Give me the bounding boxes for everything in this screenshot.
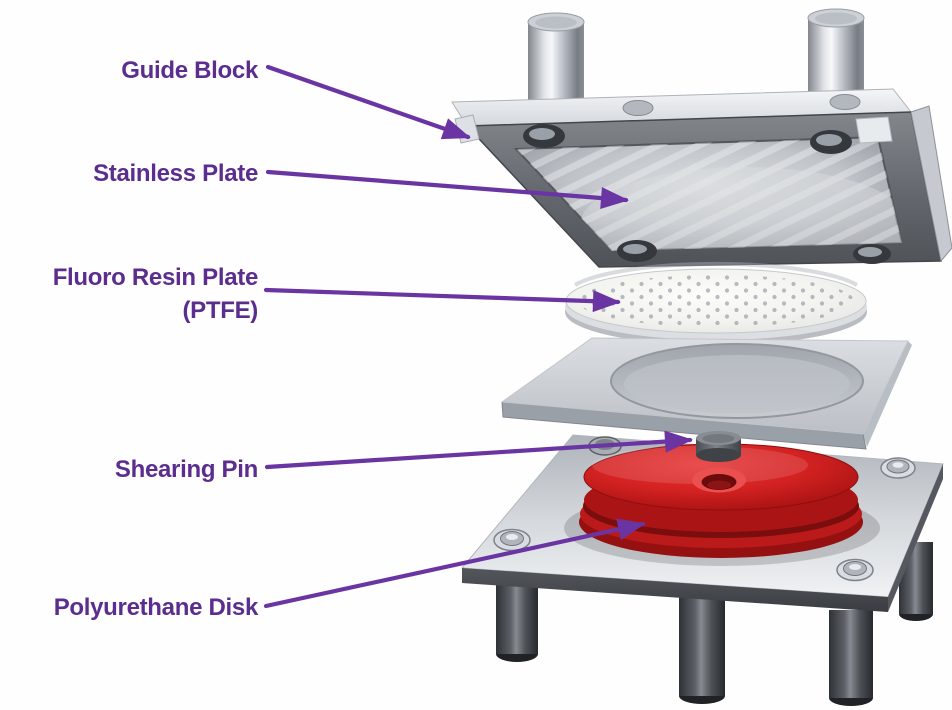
arrow-fluoro-resin-plate xyxy=(263,287,621,313)
label-polyurethane-disk: Polyurethane Disk xyxy=(0,591,259,624)
label-shearing-pin: Shearing Pin xyxy=(0,453,258,486)
label-fluoro-resin-plate: Fluoro Resin Plate (PTFE) xyxy=(0,261,259,327)
label-stainless-plate-text: Stainless Plate xyxy=(93,160,258,187)
arrow-stainless-plate xyxy=(265,169,629,210)
fluoro-resin-plate-graphic xyxy=(565,261,867,345)
guide-post-right xyxy=(808,18,864,98)
guide-post-left xyxy=(528,22,584,104)
base-legs xyxy=(496,542,933,706)
label-guide-block: Guide Block xyxy=(0,54,258,87)
label-guide-block-text: Guide Block xyxy=(121,57,258,84)
stainless-plate-graphic xyxy=(513,135,904,253)
base-bolt xyxy=(493,528,531,552)
base-bolt xyxy=(880,457,916,479)
label-shearing-pin-text: Shearing Pin xyxy=(114,456,258,483)
arrow-polyurethane-disk xyxy=(263,518,646,609)
base-bolt xyxy=(836,558,874,582)
shearing-pin-graphic xyxy=(696,431,741,462)
label-stainless-plate: Stainless Plate xyxy=(0,157,258,190)
polyurethane-disk-graphic xyxy=(564,443,880,566)
ptfe-dimple-pattern xyxy=(578,275,854,327)
guide-block-slots xyxy=(454,105,952,264)
arrow-shearing-pin xyxy=(264,430,693,470)
label-polyurethane-disk-text: Polyurethane Disk xyxy=(53,594,259,621)
label-fluoro-resin-line2: (PTFE) xyxy=(182,297,258,324)
intermediate-plate-graphic xyxy=(500,337,912,450)
callout-arrows xyxy=(263,64,693,609)
arrow-guide-block xyxy=(265,64,471,140)
label-fluoro-resin-line1: Fluoro Resin Plate xyxy=(52,264,259,291)
